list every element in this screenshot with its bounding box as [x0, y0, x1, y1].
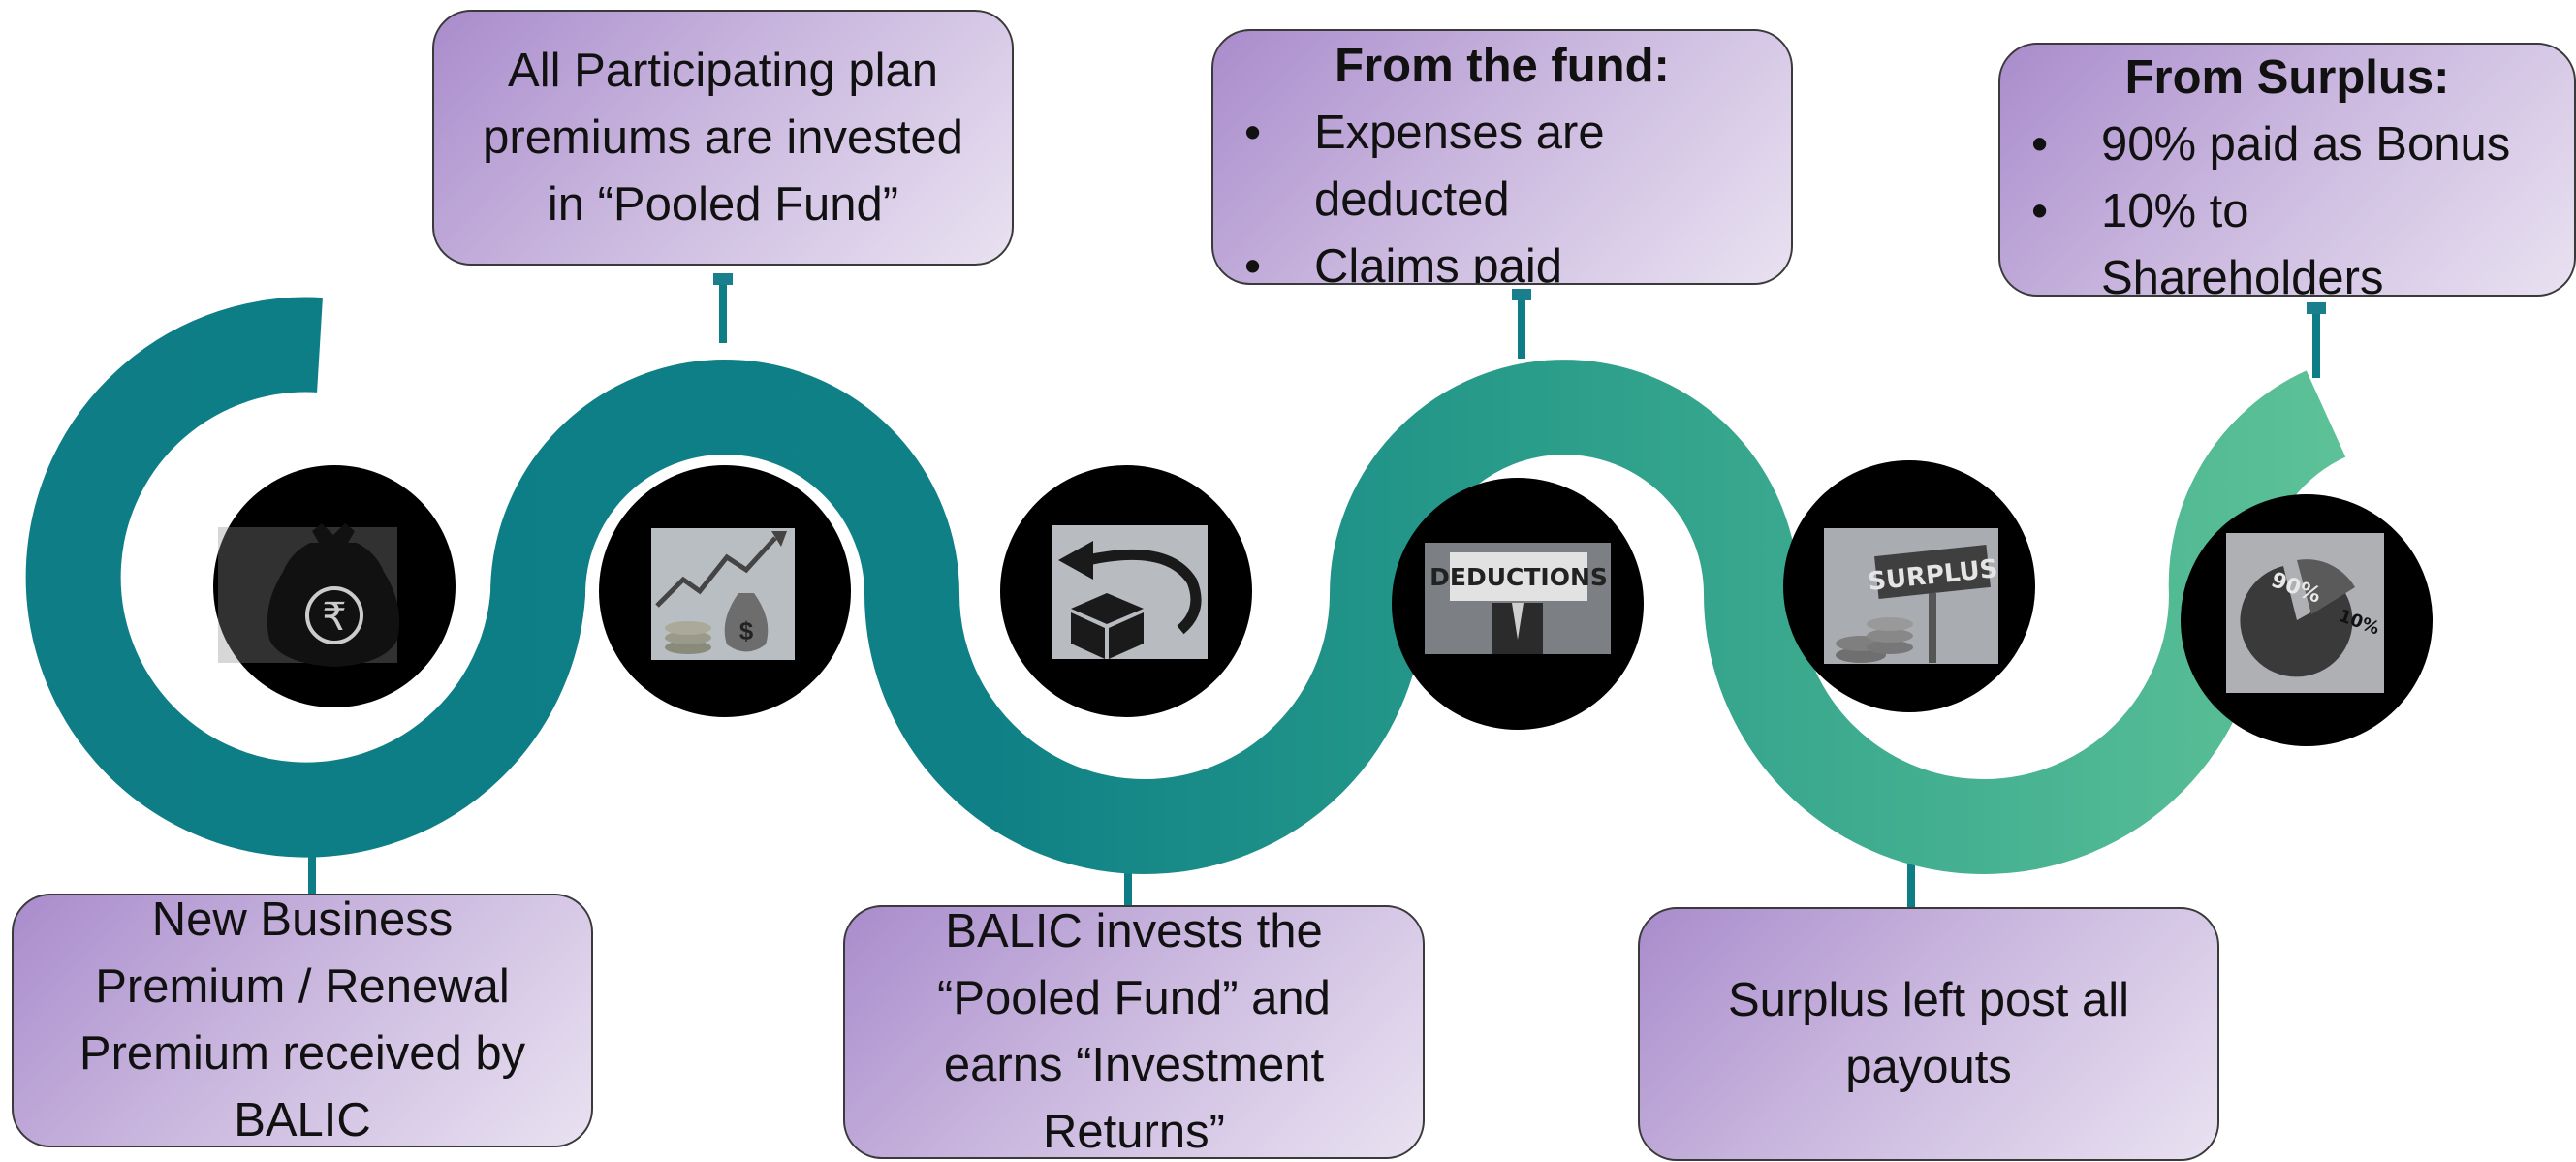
- connector-t1: [719, 273, 727, 343]
- connector-cap-t1: [713, 273, 733, 285]
- step-box-pooled-fund: All Participating plan premiums are inve…: [432, 10, 1014, 266]
- bullet-item: 10% to Shareholders: [2000, 178, 2421, 295]
- step-box-from-the-fund: From the fund: Expenses are deducted Cla…: [1211, 29, 1793, 285]
- rupee-symbol: ₹: [322, 595, 346, 640]
- box-line: Surplus left post all: [1728, 974, 2129, 1026]
- box-line: Returns”: [1043, 1106, 1225, 1158]
- connector-b3: [1907, 839, 1915, 907]
- dollar-symbol: $: [739, 616, 754, 645]
- box-line: payouts: [1845, 1041, 2012, 1093]
- connector-t2: [1518, 289, 1525, 359]
- box-heading: From the fund:: [1335, 40, 1670, 92]
- box-line: in “Pooled Fund”: [547, 177, 899, 231]
- step-box-investment-returns: BALIC invests the “Pooled Fund” and earn…: [843, 905, 1425, 1159]
- step-box-surplus-left: Surplus left post all payouts: [1638, 907, 2219, 1161]
- box-line: BALIC invests the: [945, 905, 1323, 958]
- step-box-new-business-premium: New Business Premium / Renewal Premium r…: [12, 894, 593, 1147]
- connector-b1: [308, 839, 316, 894]
- rupee-money-bag-icon: ₹: [218, 523, 400, 667]
- box-line: earns “Investment: [943, 1039, 1325, 1091]
- pie-chart-icon: 90% 10%: [2226, 533, 2384, 693]
- deductions-sign-icon: DEDUCTIONS: [1425, 543, 1611, 654]
- bullet-item: Expenses are deducted: [1213, 100, 1644, 234]
- deductions-text: DEDUCTIONS: [1429, 563, 1608, 591]
- surplus-sign-icon: SURPLUS: [1824, 528, 1999, 664]
- box-line: premiums are invested: [483, 110, 963, 164]
- box-line: “Pooled Fund” and: [937, 972, 1331, 1024]
- wave-band: [25, 297, 2347, 874]
- box-heading: From Surplus:: [2124, 51, 2450, 104]
- box-bullet-list: 90% paid as Bonus 10% to Shareholders: [2000, 111, 2574, 295]
- investment-growth-icon: $: [651, 528, 795, 660]
- bullet-item: 90% paid as Bonus: [2000, 111, 2574, 178]
- bullet-item: Claims paid: [1213, 234, 1791, 283]
- box-line: Premium / Renewal: [95, 960, 510, 1013]
- box-line: Premium received by: [79, 1027, 526, 1080]
- return-box-icon: [1052, 525, 1208, 659]
- box-line: New Business: [151, 894, 454, 946]
- connector-cap-t2: [1512, 289, 1531, 300]
- connector-t3: [2312, 302, 2320, 378]
- connector-cap-t3: [2307, 302, 2326, 314]
- step-box-from-surplus: From Surplus: 90% paid as Bonus 10% to S…: [1998, 43, 2576, 297]
- box-line: BALIC: [234, 1094, 371, 1146]
- box-bullet-list: Expenses are deducted Claims paid: [1213, 100, 1791, 283]
- box-line: All Participating plan: [508, 44, 938, 97]
